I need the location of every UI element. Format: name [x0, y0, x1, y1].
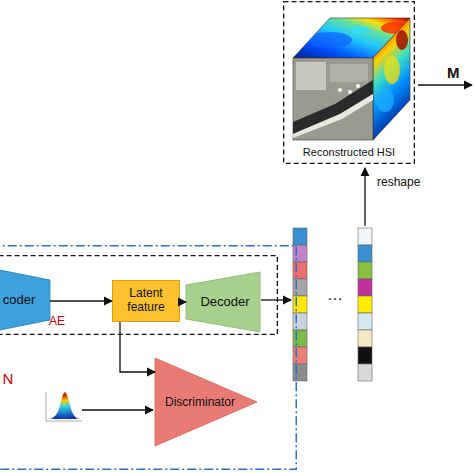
decoder-trapezoid-shape	[186, 272, 260, 332]
node-text: Discriminator	[155, 393, 245, 413]
flow-arrow	[418, 84, 472, 85]
vector-cell	[358, 364, 372, 381]
output-hsi-box-outline	[283, 1, 415, 164]
gan-region: NAEcoderLatent featureDecoderDiscriminat…	[0, 245, 297, 470]
vector-cell	[358, 313, 372, 330]
vector-cell	[358, 296, 372, 313]
flow-arrow	[364, 168, 365, 226]
output-hsi-box: Reconstructed HSI	[283, 1, 415, 164]
step-label: reshape	[377, 175, 420, 189]
vector-cell	[293, 296, 307, 313]
latent-box-shape	[113, 281, 180, 322]
flow-arrow	[180, 301, 186, 302]
flow-arrow	[50, 300, 112, 301]
vector-cell	[358, 245, 372, 262]
ellipsis-mark: …	[327, 286, 343, 304]
gaussian-surface	[48, 392, 80, 419]
vector-cell	[358, 330, 372, 347]
node-text: Decoder	[190, 292, 260, 312]
flow-arrow	[82, 409, 153, 410]
aerial-object	[338, 88, 342, 92]
vector-cell	[358, 262, 372, 279]
autoencoder-box-shape	[0, 256, 277, 335]
heat-blob	[308, 32, 352, 48]
discriminator-triangle-shape	[155, 358, 257, 446]
aerial-area	[296, 62, 326, 90]
node-text: coder	[0, 290, 40, 310]
vector-cell	[358, 347, 372, 364]
autoencoder-box: AEcoderLatent featureDecoder	[0, 255, 278, 335]
vector-cell	[293, 245, 307, 262]
flow-arrow	[261, 299, 291, 300]
encoder-trapezoid: coder	[0, 268, 50, 332]
vector-cell	[293, 330, 307, 347]
aerial-area	[330, 64, 368, 82]
encoder-trapezoid-shape	[0, 268, 50, 332]
vector-cell	[358, 228, 372, 245]
vector-cell	[293, 313, 307, 330]
aerial-road-edge	[293, 94, 373, 138]
output-hsi-box-shape	[284, 2, 415, 164]
plot-axis	[46, 392, 47, 421]
gan-region-shape	[0, 246, 296, 470]
cube-side-face	[373, 18, 410, 140]
heat-blob	[384, 56, 400, 84]
decoder-trapezoid: Decoder	[186, 272, 260, 332]
latent-box: Latent feature	[112, 280, 180, 322]
plot-axis	[46, 421, 82, 422]
heat-blob	[376, 88, 394, 112]
heat-blob	[350, 26, 370, 34]
vector-cell	[358, 279, 372, 296]
vector-cell	[293, 262, 307, 279]
vector-cell	[293, 279, 307, 296]
vector-cell	[293, 364, 307, 381]
vector-cell	[293, 347, 307, 364]
heat-blob	[396, 30, 408, 50]
node-text: Latent feature	[114, 280, 178, 322]
aerial-object	[348, 90, 352, 94]
aerial-object	[356, 84, 360, 88]
node-text: Reconstructed HSI	[283, 143, 415, 161]
cube-front-face	[293, 58, 373, 140]
vector-cell	[293, 228, 307, 245]
flow-arrow	[120, 322, 155, 372]
discriminator-triangle: Discriminator	[155, 358, 257, 446]
node-text: N	[0, 369, 18, 389]
next-stage-label: M	[447, 64, 460, 81]
